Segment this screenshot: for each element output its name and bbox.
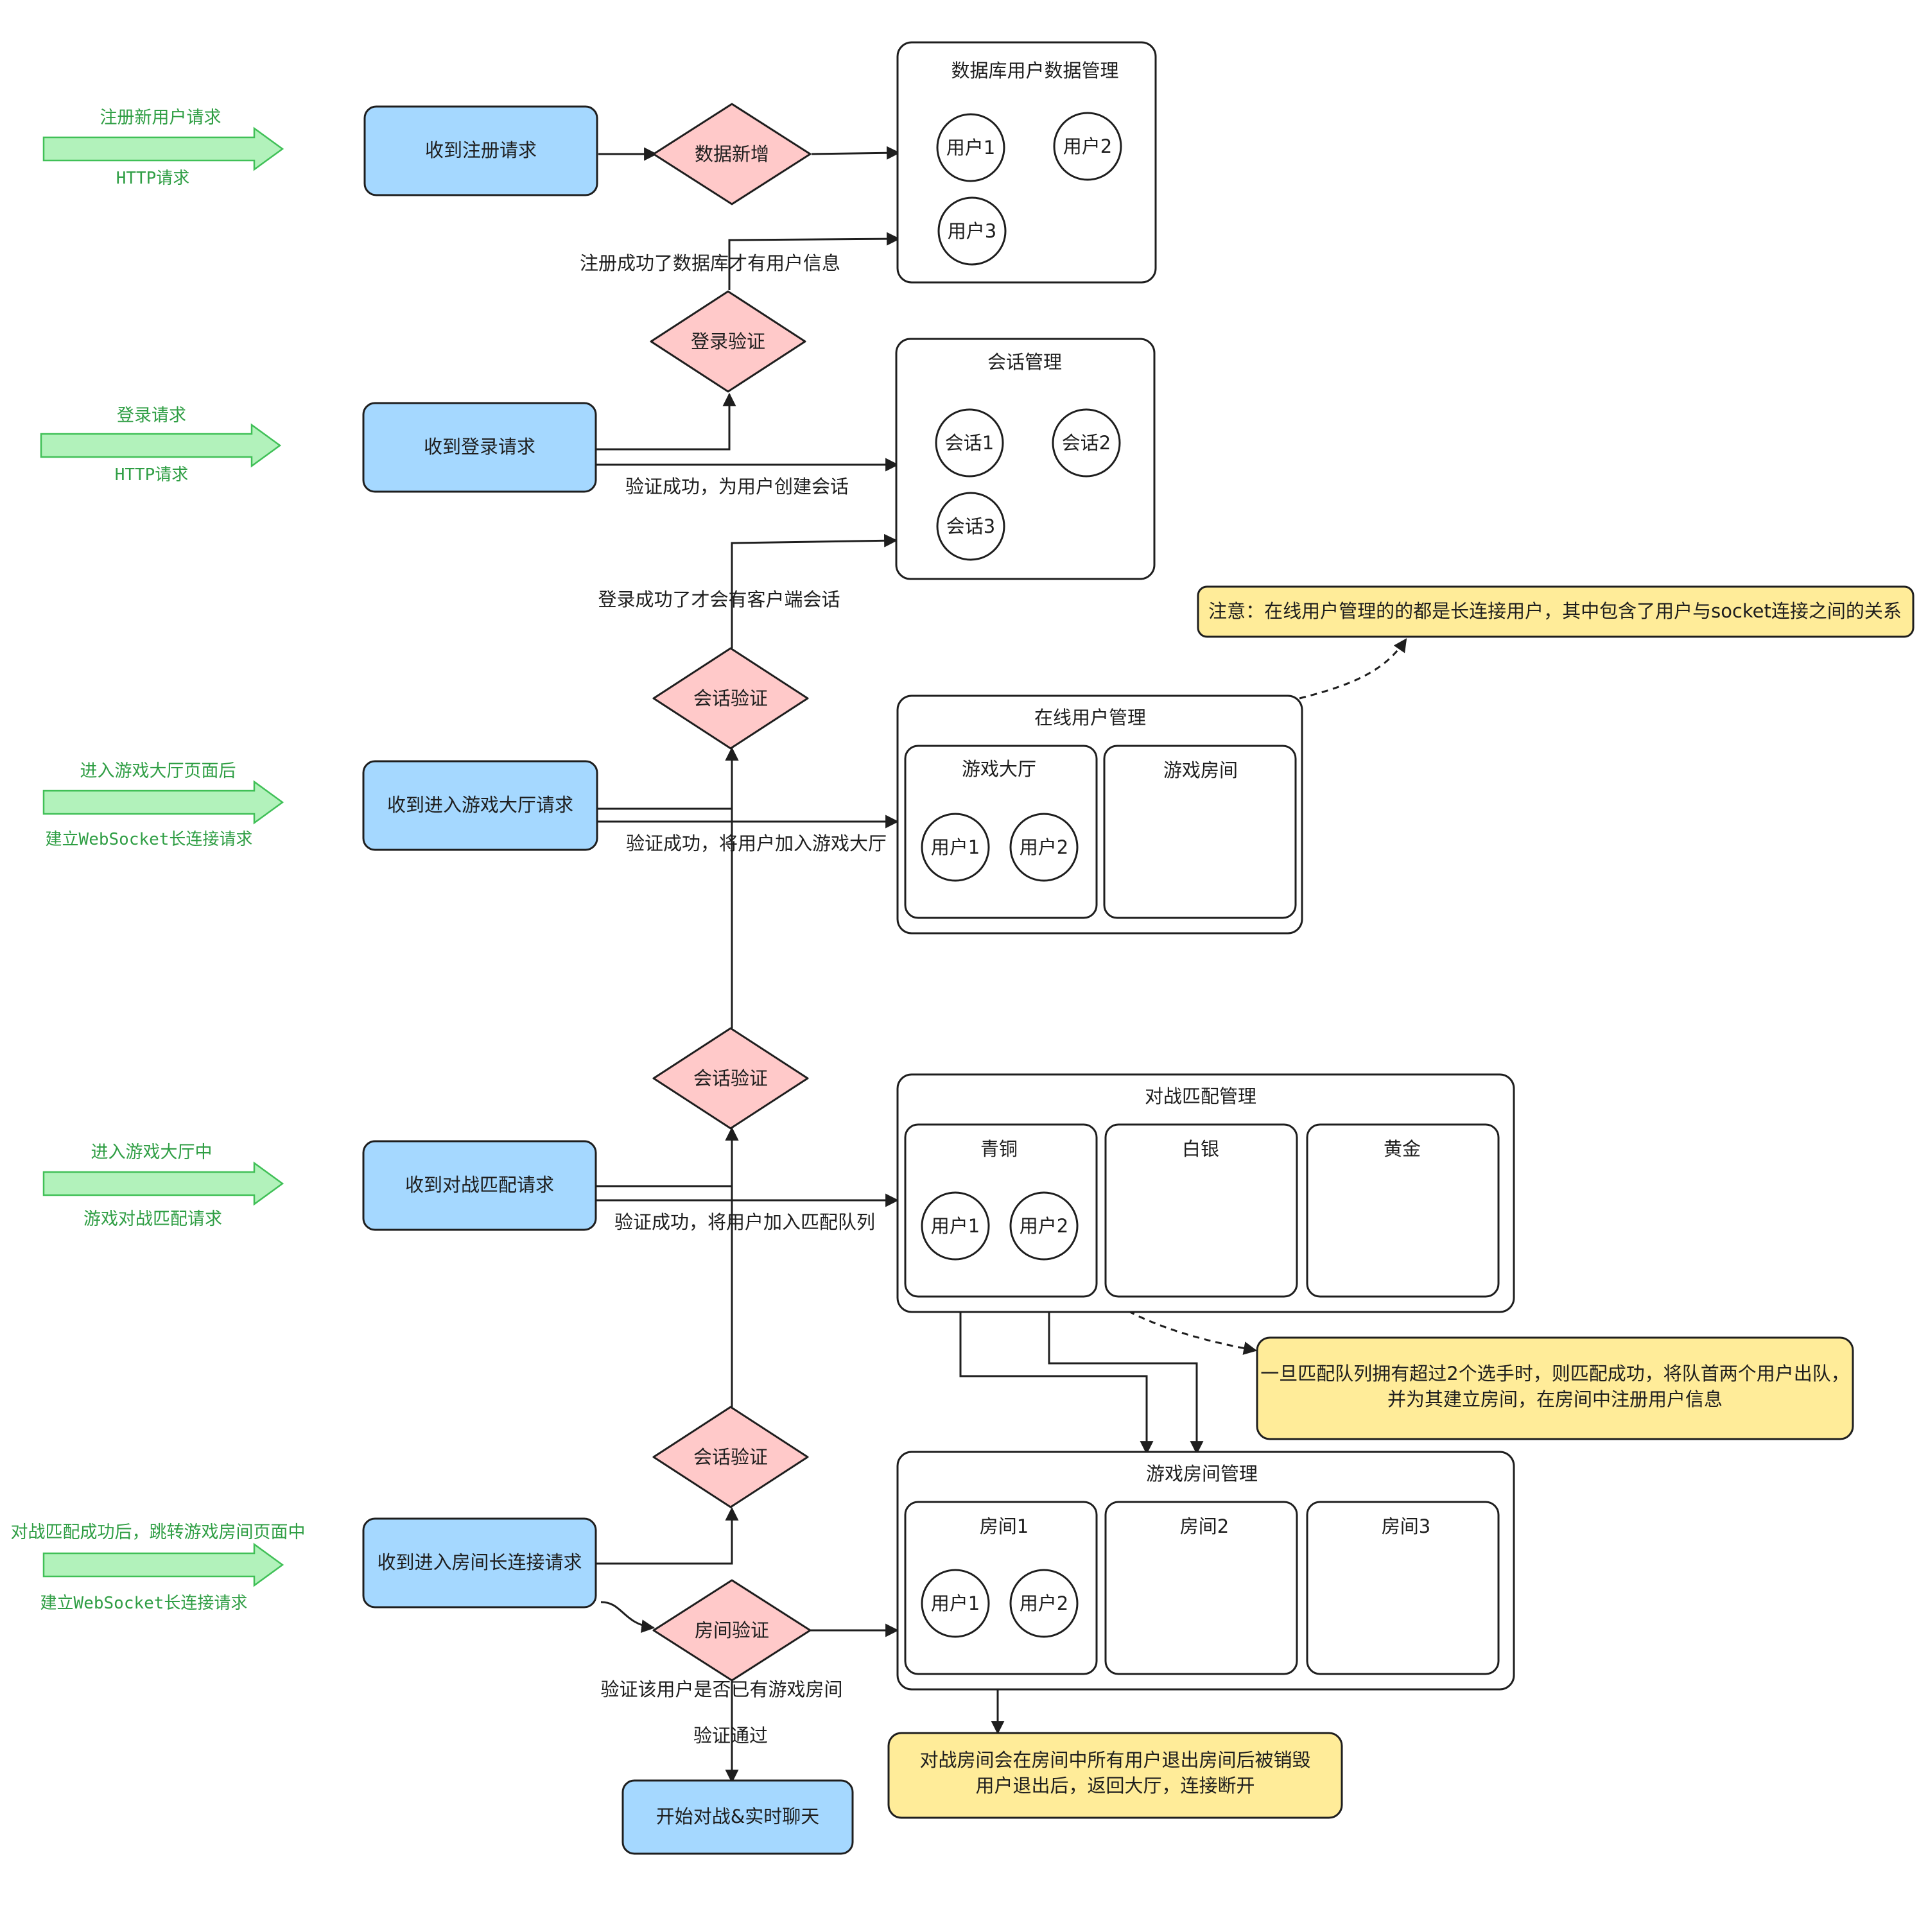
note-match-line-1: 一旦匹配队列拥有超过2个选手时，则匹配成功，将队首两个用户出队， xyxy=(1260,1363,1849,1384)
input-register-bottom: HTTP请求 xyxy=(116,169,190,188)
online-title: 在线用户管理 xyxy=(1034,707,1146,729)
process-hall: 收到进入游戏大厅请求 xyxy=(362,760,598,851)
input-arrow-match: 进入游戏大厅中 游戏对战匹配请求 xyxy=(42,1143,284,1229)
session-item-1: 会话1 xyxy=(945,432,994,454)
rooms-title: 游戏房间管理 xyxy=(1146,1463,1258,1485)
note-online-users: 注意：在线用户管理的的都是长连接用户，其中包含了用户与socket连接之间的关系 xyxy=(1197,585,1915,638)
decision-session-verify-1-label: 会话验证 xyxy=(693,687,768,709)
decision-data-add-label: 数据新增 xyxy=(695,143,769,165)
decision-session-verify-3: 会话验证 xyxy=(652,1406,809,1508)
edge-labels: 注册成功了数据库才有用户信息 验证成功，为用户创建会话 登录成功了才会有客户端会… xyxy=(580,252,887,1747)
note-room-lifecycle: 对战房间会在房间中所有用户退出房间后被销毁 用户退出后，返回大厅，连接断开 xyxy=(887,1732,1343,1819)
process-room: 收到进入房间长连接请求 xyxy=(362,1517,597,1609)
label-register-success: 注册成功了数据库才有用户信息 xyxy=(580,252,840,274)
online-hall-user-1: 用户1 xyxy=(931,836,980,858)
room-management-frame: 游戏房间管理 房间1 用户1 用户2 房间2 房间3 xyxy=(896,1451,1515,1691)
note-online-text: 注意：在线用户管理的的都是长连接用户，其中包含了用户与socket连接之间的关系 xyxy=(1208,600,1902,622)
matching-bronze-user-1: 用户1 xyxy=(931,1215,980,1237)
decision-login-verify-label: 登录验证 xyxy=(691,331,765,352)
online-room-title: 游戏房间 xyxy=(1163,759,1238,781)
input-arrow-room: 对战匹配成功后，跳转游戏房间页面中 建立WebSocket长连接请求 xyxy=(11,1522,306,1613)
process-room-label: 收到进入房间长连接请求 xyxy=(377,1551,582,1573)
process-login-label: 收到登录请求 xyxy=(424,436,535,458)
label-login-success-session: 验证成功，为用户创建会话 xyxy=(625,476,849,497)
note-room-line-1: 对战房间会在房间中所有用户退出房间后被销毁 xyxy=(919,1749,1310,1771)
note-match-line-2: 并为其建立房间，在房间中注册用户信息 xyxy=(1387,1388,1723,1410)
matching-title: 对战匹配管理 xyxy=(1145,1085,1256,1107)
match-management-frame: 对战匹配管理 青铜 用户1 用户2 白银 黄金 xyxy=(896,1073,1515,1313)
decision-session-verify-2: 会话验证 xyxy=(652,1027,809,1130)
db-user-3: 用户3 xyxy=(948,220,996,242)
note-matching: 一旦匹配队列拥有超过2个选手时，则匹配成功，将队首两个用户出队， 并为其建立房间… xyxy=(1256,1336,1854,1440)
input-arrow-register: 注册新用户请求 HTTP请求 xyxy=(42,108,284,188)
room-3-title: 房间3 xyxy=(1382,1515,1430,1537)
process-register: 收到注册请求 xyxy=(363,105,598,196)
label-hall-success: 验证成功，将用户加入游戏大厅 xyxy=(626,832,887,854)
db-user-2: 用户2 xyxy=(1063,135,1112,157)
label-match-success: 验证成功，将用户加入匹配队列 xyxy=(614,1211,875,1233)
session-item-3: 会话3 xyxy=(946,515,995,537)
process-register-label: 收到注册请求 xyxy=(425,139,537,161)
process-match: 收到对战匹配请求 xyxy=(362,1140,597,1231)
decision-session-verify-2-label: 会话验证 xyxy=(693,1067,768,1089)
input-room-bottom: 建立WebSocket长连接请求 xyxy=(40,1594,248,1613)
process-hall-label: 收到进入游戏大厅请求 xyxy=(387,794,573,816)
matching-gold-title: 黄金 xyxy=(1384,1138,1421,1160)
input-room-top: 对战匹配成功后，跳转游戏房间页面中 xyxy=(11,1522,306,1542)
input-hall-top: 进入游戏大厅页面后 xyxy=(80,761,236,781)
decision-room-verify: 房间验证 xyxy=(652,1579,812,1682)
connectors xyxy=(595,146,1407,1784)
matching-bronze-title: 青铜 xyxy=(980,1138,1018,1160)
session-management-frame: 会话管理 会话1 会话2 会话3 xyxy=(895,338,1156,580)
online-hall-title: 游戏大厅 xyxy=(962,758,1036,780)
db-user-1: 用户1 xyxy=(946,137,995,159)
matching-bronze-user-2: 用户2 xyxy=(1020,1215,1068,1237)
input-arrow-hall: 进入游戏大厅页面后 建立WebSocket长连接请求 xyxy=(42,761,284,849)
input-match-bottom: 游戏对战匹配请求 xyxy=(83,1209,222,1229)
matching-silver-title: 白银 xyxy=(1182,1138,1219,1160)
online-user-management-frame: 在线用户管理 游戏大厅 用户1 用户2 游戏房间 xyxy=(896,694,1303,935)
input-match-top: 进入游戏大厅中 xyxy=(91,1143,213,1162)
db-user-management-frame: 数据库用户数据管理 用户1 用户2 用户3 xyxy=(896,41,1157,284)
label-verify-pass: 验证通过 xyxy=(693,1725,768,1747)
label-room-check: 验证该用户是否已有游戏房间 xyxy=(600,1678,842,1700)
process-login: 收到登录请求 xyxy=(362,402,597,493)
input-register-top: 注册新用户请求 xyxy=(100,108,221,128)
session-item-2: 会话2 xyxy=(1062,432,1111,454)
input-login-bottom: HTTP请求 xyxy=(115,465,189,485)
db-title: 数据库用户数据管理 xyxy=(951,60,1118,82)
session-title: 会话管理 xyxy=(987,351,1062,373)
decision-session-verify-1: 会话验证 xyxy=(652,647,809,750)
label-login-then-session: 登录成功了才会有客户端会话 xyxy=(598,589,840,610)
process-match-label: 收到对战匹配请求 xyxy=(405,1174,554,1196)
process-battle-label: 开始对战&实时聊天 xyxy=(656,1806,820,1827)
decision-data-add: 数据新增 xyxy=(652,103,812,205)
decision-session-verify-3-label: 会话验证 xyxy=(693,1446,768,1468)
room-1-title: 房间1 xyxy=(980,1515,1029,1537)
input-hall-bottom: 建立WebSocket长连接请求 xyxy=(46,830,253,849)
process-battle: 开始对战&实时聊天 xyxy=(621,1779,854,1855)
room-1-user-2: 用户2 xyxy=(1020,1592,1068,1614)
input-arrow-login: 登录请求 HTTP请求 xyxy=(40,406,282,485)
input-login-top: 登录请求 xyxy=(117,406,186,426)
decision-login-verify: 登录验证 xyxy=(650,290,806,393)
decision-room-verify-label: 房间验证 xyxy=(695,1619,769,1641)
note-room-line-2: 用户退出后，返回大厅，连接断开 xyxy=(975,1775,1255,1797)
online-hall-user-2: 用户2 xyxy=(1020,836,1068,858)
room-1-user-1: 用户1 xyxy=(931,1592,980,1614)
room-2-title: 房间2 xyxy=(1180,1515,1229,1537)
